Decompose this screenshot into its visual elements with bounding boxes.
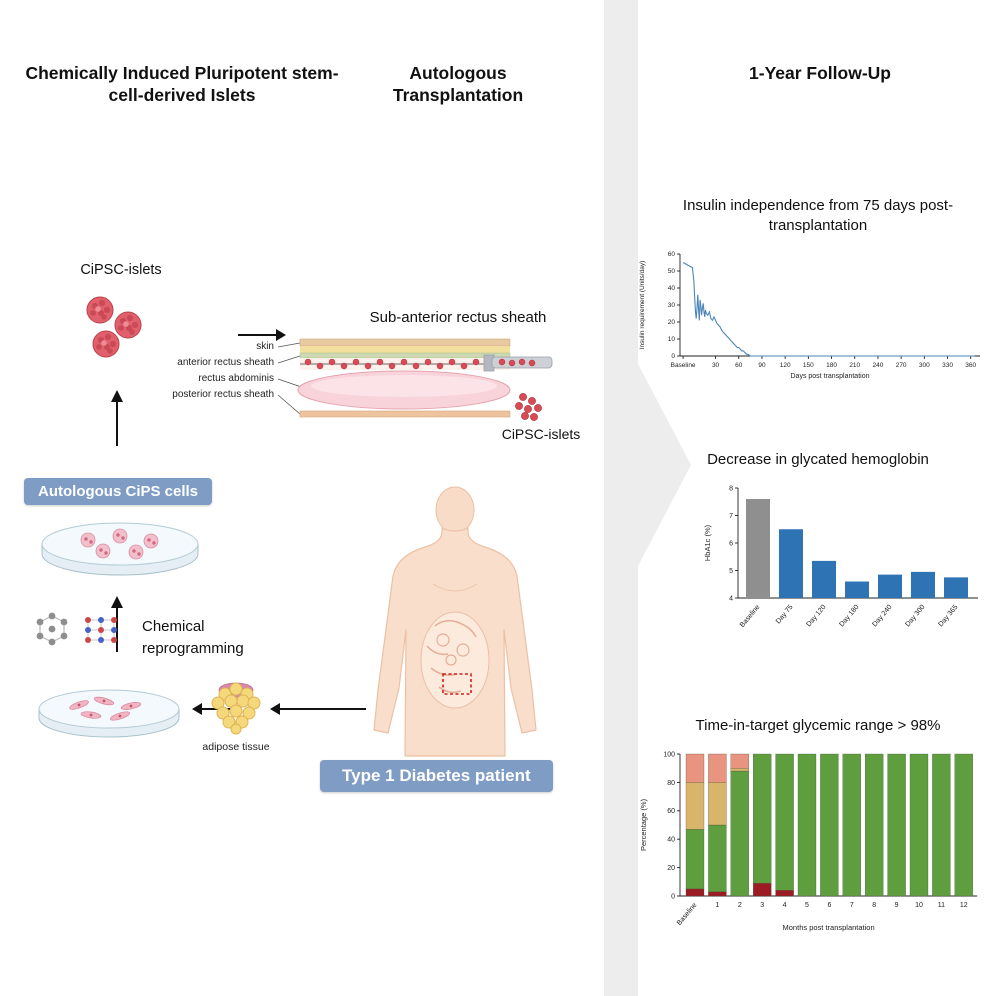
small-molecules-icon [36,612,117,646]
layer-label-skin: skin [256,341,274,352]
svg-text:Day 300: Day 300 [904,604,926,629]
layer-label-posterior-rectus-sheath: posterior rectus sheath [172,389,274,400]
arrow-up-to-cips-icon [111,596,123,652]
svg-text:20: 20 [668,319,676,326]
svg-text:Baseline: Baseline [671,362,696,369]
middle-section-title: Autologous Transplantation [392,63,524,106]
arrow-right-to-tissue-icon [238,329,286,341]
svg-text:HbA1c (%): HbA1c (%) [703,524,712,561]
svg-text:1: 1 [715,902,719,909]
svg-text:7: 7 [729,513,733,520]
svg-text:8: 8 [872,902,876,909]
svg-text:2: 2 [738,902,742,909]
svg-text:Baseline: Baseline [676,902,699,927]
svg-text:120: 120 [780,362,791,369]
transplant-site-marker [442,673,472,695]
adipose-tissue-label: adipose tissue [202,741,270,753]
svg-text:4: 4 [783,902,787,909]
flow-arrow-icon [637,362,691,568]
svg-text:9: 9 [895,902,899,909]
svg-text:30: 30 [668,302,676,309]
cipsc-islets-label-middle: CiPSC-islets [501,426,581,442]
svg-text:10: 10 [668,336,676,343]
arrow-up-to-islets-icon [111,390,123,446]
divider-strip [604,0,638,996]
svg-text:30: 30 [712,362,720,369]
svg-text:80: 80 [667,780,675,787]
right-section-title: 1-Year Follow-Up [749,63,891,83]
svg-text:Days post transplantation: Days post transplantation [791,373,870,380]
cips-cells-badge: Autologous CiPS cells [24,478,213,505]
svg-text:Baseline: Baseline [739,604,762,629]
svg-text:Day 240: Day 240 [871,604,893,629]
arrow-left-from-body-icon [270,703,366,715]
svg-text:40: 40 [667,837,675,844]
cipsc-islets-dots-icon [515,393,542,421]
insulin-chart-title: Insulin independence from 75 days post-t… [682,197,954,234]
chemical-reprogramming-label: Chemical reprogramming [142,618,244,657]
hba1c-chart-title: Decrease in glycated hemoglobin [707,451,929,468]
svg-text:210: 210 [849,362,860,369]
svg-text:Day 365: Day 365 [937,604,959,629]
type1-diabetes-patient-badge: Type 1 Diabetes patient [320,760,553,792]
svg-text:5: 5 [729,568,733,575]
svg-text:330: 330 [942,362,953,369]
svg-text:3: 3 [760,902,764,909]
svg-text:20: 20 [667,865,675,872]
svg-text:150: 150 [803,362,814,369]
svg-text:Percentage (%): Percentage (%) [639,798,648,851]
svg-text:40: 40 [668,285,676,292]
cipsc-islets-label: CiPSC-islets [80,262,162,278]
svg-text:100: 100 [663,751,675,758]
svg-text:5: 5 [805,902,809,909]
svg-text:50: 50 [668,268,676,275]
svg-text:60: 60 [667,808,675,815]
adipose-tissue-icon [211,682,261,735]
svg-text:90: 90 [758,362,766,369]
svg-text:60: 60 [735,362,743,369]
svg-text:6: 6 [729,540,733,547]
svg-text:10: 10 [915,902,923,909]
svg-text:0: 0 [671,893,675,900]
left-section-title: Chemically Induced Pluripotent stem-cell… [25,63,339,106]
svg-text:Day 120: Day 120 [805,604,827,629]
rectus-sheath-cross-section [277,338,553,421]
svg-text:0: 0 [671,353,675,360]
svg-text:Day 180: Day 180 [838,604,860,629]
svg-text:Months post transplantation: Months post transplantation [783,923,875,932]
svg-text:6: 6 [827,902,831,909]
svg-text:Insulin requirement (Units/day: Insulin requirement (Units/day) [639,261,646,350]
svg-text:11: 11 [938,902,945,909]
cipsc-islets-cluster-icon [86,296,142,358]
svg-text:Day 75: Day 75 [775,604,795,626]
sub-anterior-rectus-sheath-label: Sub-anterior rectus sheath [369,309,547,326]
svg-text:270: 270 [896,362,907,369]
svg-text:240: 240 [873,362,884,369]
tir-chart-title: Time-in-target glycemic range > 98% [695,717,941,734]
layer-label-anterior-rectus-sheath: anterior rectus sheath [177,357,274,368]
fibroblast-dish-icon [38,689,180,738]
svg-text:300: 300 [919,362,930,369]
svg-text:60: 60 [668,251,676,258]
patient-body-illustration [373,486,537,757]
svg-text:360: 360 [965,362,976,369]
svg-text:180: 180 [826,362,837,369]
svg-text:7: 7 [850,902,854,909]
svg-text:12: 12 [960,902,968,909]
svg-text:8: 8 [729,485,733,492]
svg-text:4: 4 [729,595,733,602]
layer-label-rectus-abdominis: rectus abdominis [198,373,274,384]
cips-dish-icon [41,522,199,576]
